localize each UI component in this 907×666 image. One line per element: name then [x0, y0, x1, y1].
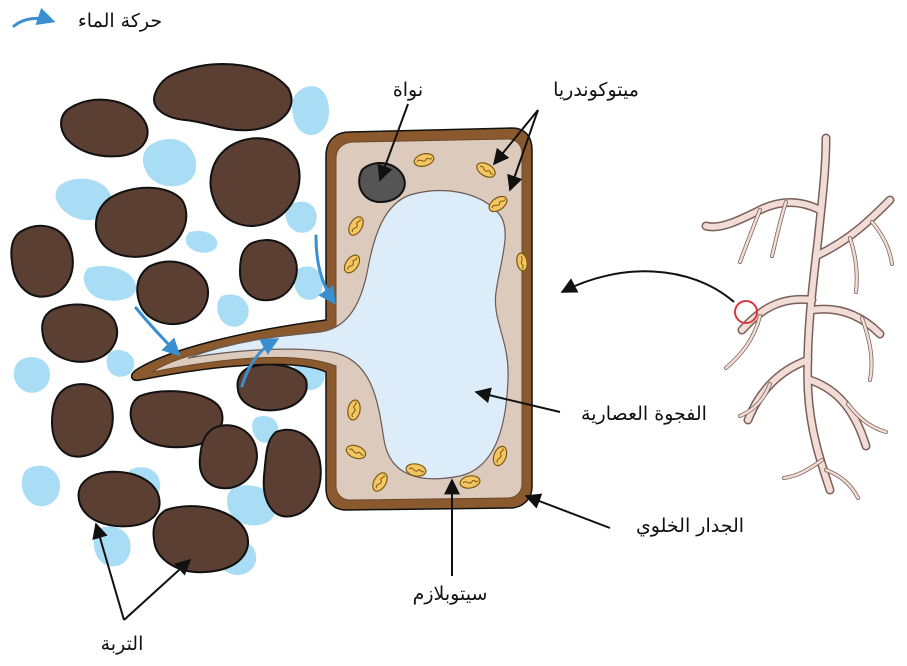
nucleus-label: نواة — [393, 79, 423, 101]
soil-particle — [52, 384, 113, 457]
water-patch — [186, 231, 218, 253]
water-patch — [294, 266, 323, 299]
legend-label: حركة الماء — [78, 10, 162, 32]
soil-particle — [137, 262, 208, 324]
vacuole-label: الفجوة العصارية — [581, 403, 707, 425]
soil-particle — [11, 226, 72, 297]
water-patch — [217, 294, 248, 326]
soil-particle — [96, 188, 186, 257]
cytoplasm-label: سيتوبلازم — [413, 583, 488, 605]
water-patch — [22, 466, 60, 507]
legend: حركة الماء — [14, 10, 162, 32]
zoom-arrow — [562, 271, 734, 302]
cell-wall-label: الجدار الخلوي — [636, 515, 744, 537]
soil-particle — [42, 305, 117, 362]
root-system — [706, 138, 892, 498]
water-patch — [84, 266, 136, 301]
soil-particle — [264, 430, 321, 517]
soil-particle — [200, 425, 257, 488]
soil-particle — [154, 64, 292, 130]
soil-pointer-2 — [124, 560, 190, 620]
soil-label: التربة — [101, 633, 144, 655]
soil-particle — [240, 240, 297, 300]
water-patch — [14, 357, 50, 393]
water-patch — [107, 350, 135, 377]
nucleus — [359, 163, 405, 202]
water-flow-legend-arrow — [14, 18, 52, 26]
soil-particle — [61, 100, 147, 157]
water-patch — [292, 86, 329, 135]
soil-particle — [79, 472, 160, 527]
cell-wall-pointer — [526, 496, 610, 528]
water-patch — [143, 139, 196, 186]
mitochondria-label: ميتوكوندريا — [553, 79, 639, 101]
